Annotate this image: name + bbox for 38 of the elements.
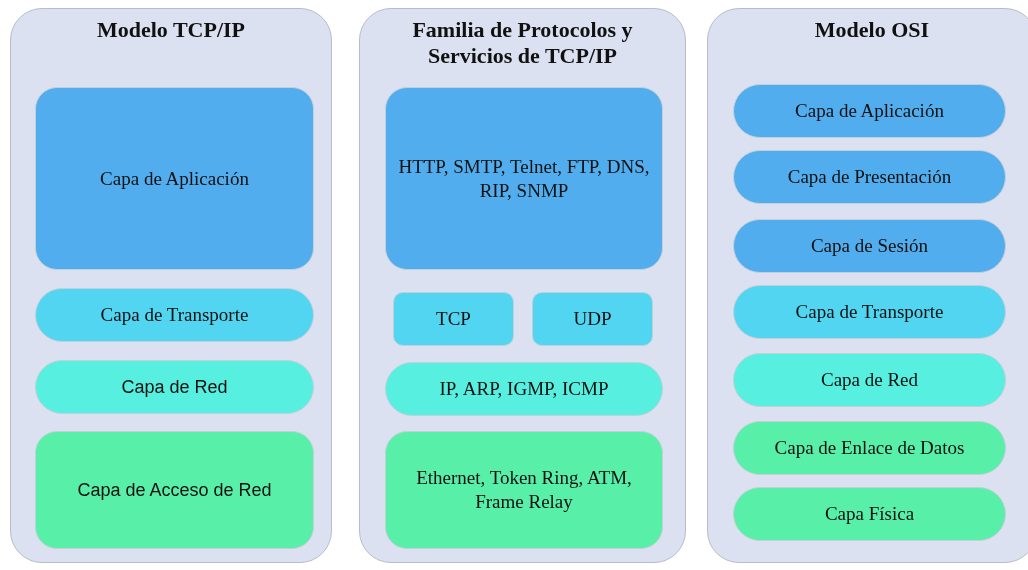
layer-label: Capa de Aplicación	[795, 99, 944, 123]
layer-box	[733, 219, 1006, 273]
layer-label: HTTP, SMTP, Telnet, FTP, DNS, RIP, SNMP	[397, 154, 651, 203]
layer-label: Capa de Enlace de Datos	[774, 436, 965, 460]
layer-label: Ethernet, Token Ring, ATM, Frame Relay	[415, 466, 633, 514]
layer-box	[35, 87, 314, 270]
layer-label: Capa de Transporte	[100, 303, 249, 327]
layer-box	[733, 84, 1006, 138]
layer-label: Capa de Presentación	[787, 165, 952, 189]
layer-label: Capa de Red	[121, 376, 228, 399]
column-title: Modelo OSI	[813, 17, 931, 43]
layer-box	[393, 292, 514, 346]
layer-box	[385, 87, 663, 270]
layer-box	[733, 487, 1006, 541]
layer-box	[35, 360, 314, 414]
layer-box	[35, 431, 314, 549]
layer-box	[733, 421, 1006, 475]
layer-label: Capa de Red	[820, 368, 919, 392]
layer-box	[532, 292, 653, 346]
layer-label: Capa de Aplicación	[100, 166, 249, 191]
layer-box	[385, 431, 663, 549]
layer-label: Capa de Sesión	[810, 234, 929, 258]
column-title: Modelo TCP/IP	[95, 17, 247, 43]
layer-box	[385, 362, 663, 416]
layer-label: TCP	[436, 307, 471, 331]
column-panel	[707, 8, 1028, 563]
column-panel	[10, 8, 332, 563]
layer-label: IP, ARP, IGMP, ICMP	[439, 377, 609, 401]
layer-box	[733, 285, 1006, 339]
column-panel	[359, 8, 686, 563]
layer-label: UDP	[573, 307, 612, 331]
layer-label: Capa de Acceso de Red	[77, 479, 272, 502]
layer-label: Capa Física	[824, 502, 915, 526]
column-title: Familia de Protocolos y Servicios de TCP/IP	[411, 17, 634, 69]
layer-box	[35, 288, 314, 342]
layer-box	[733, 353, 1006, 407]
layer-label: Capa de Transporte	[795, 300, 944, 324]
layer-box	[733, 150, 1006, 204]
